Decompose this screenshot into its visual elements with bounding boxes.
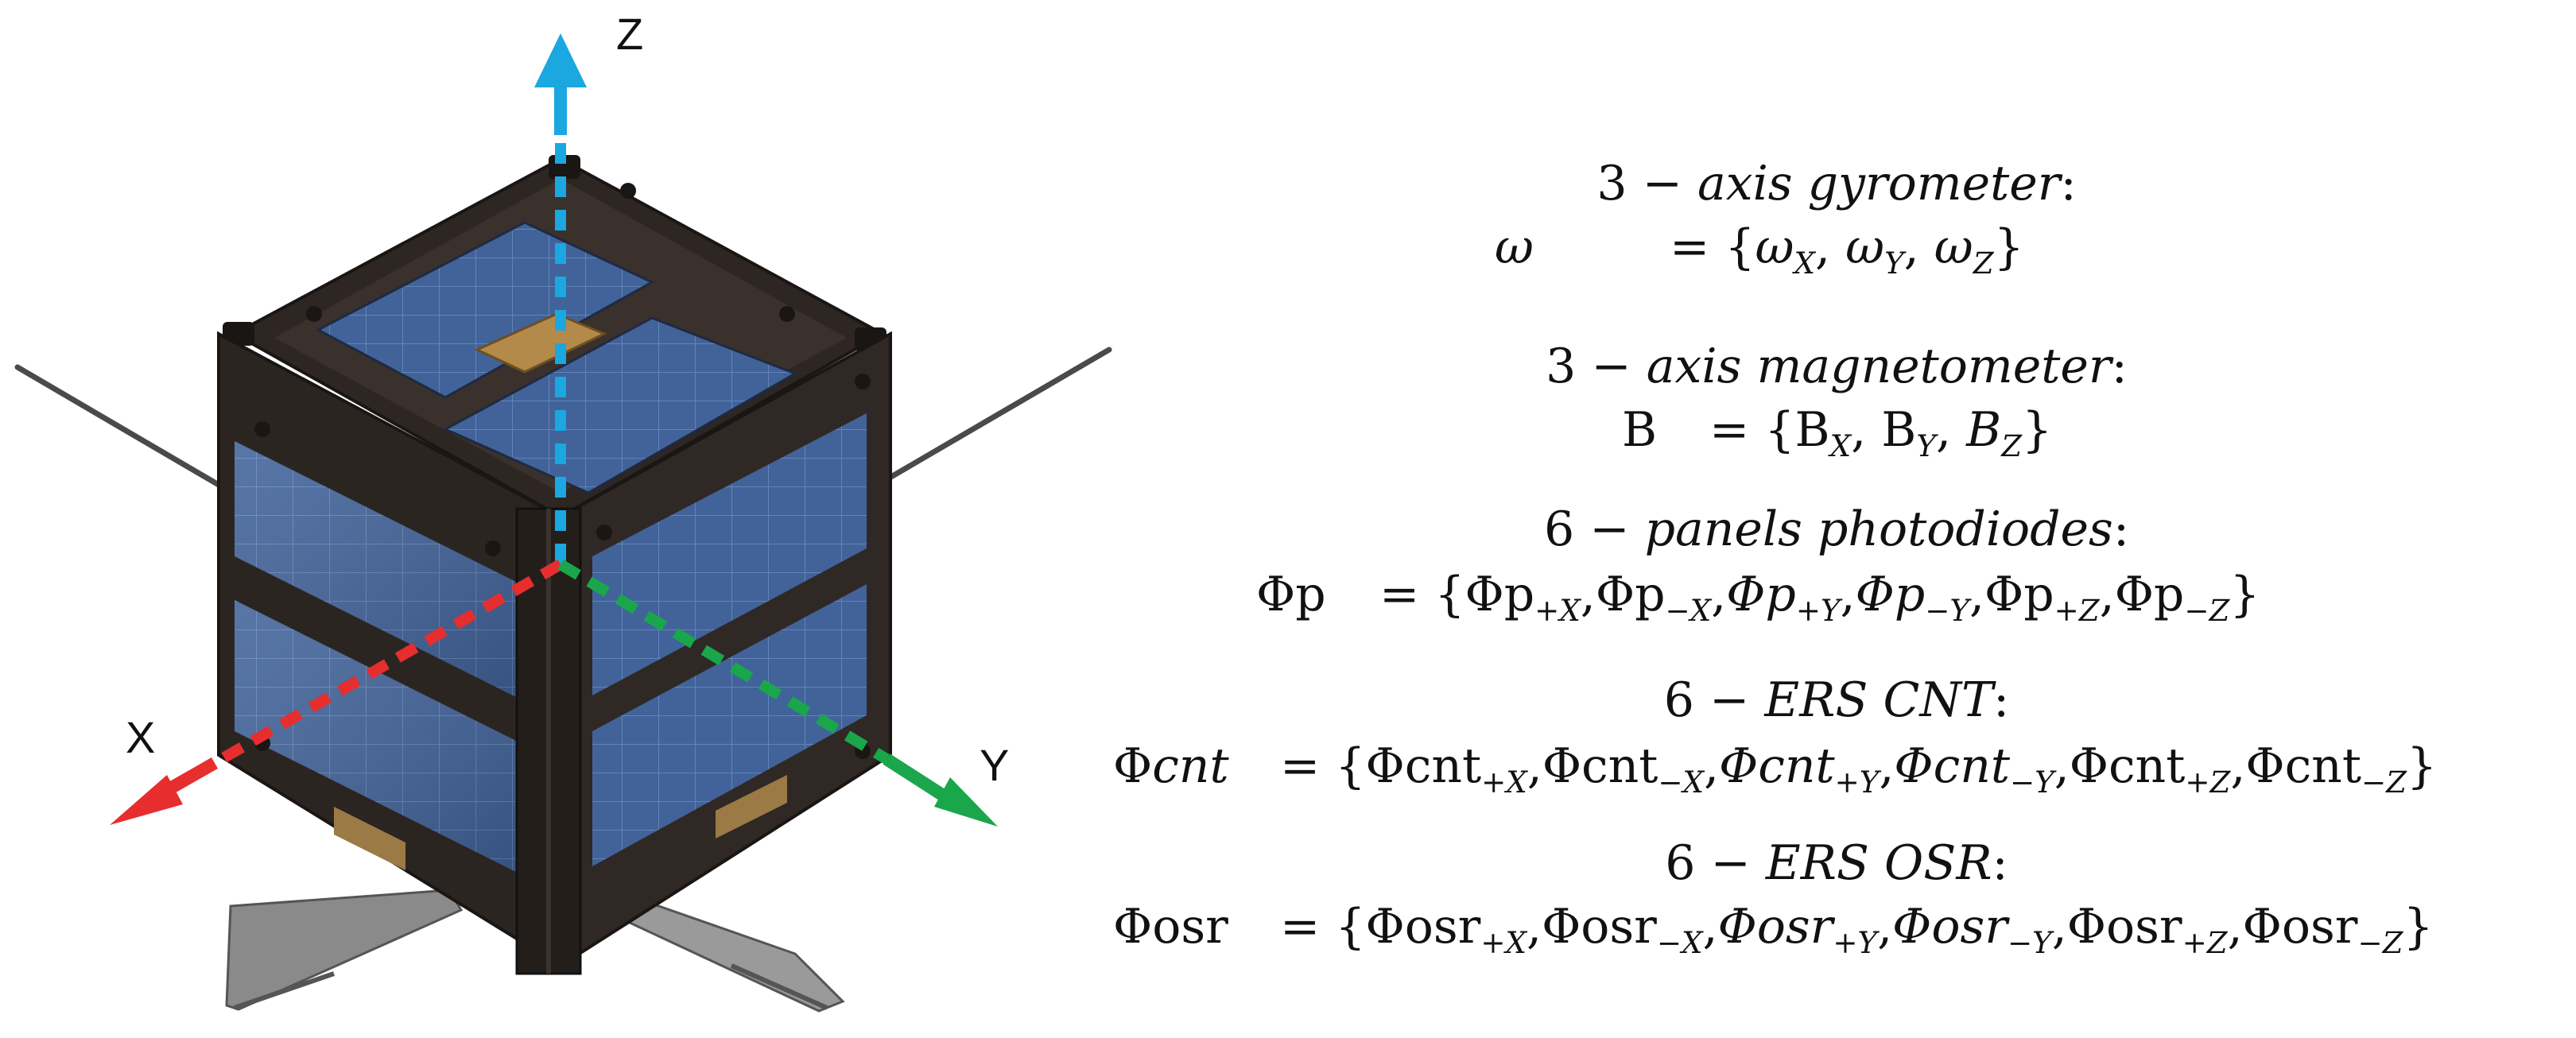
photodiodes-symbol: Φp [1256, 567, 1326, 622]
photodiodes-heading: 6 − panels photodiodes: [1543, 502, 2130, 557]
gyrometer-heading: 3 − axis gyrometer: [1596, 156, 2077, 211]
left-face [217, 331, 562, 969]
cubesat-figure: Z X Y [0, 0, 1129, 1035]
y-axis [557, 559, 998, 827]
cubesat-illustration [14, 33, 1112, 1013]
x-axis [110, 559, 564, 825]
magnetometer-heading: 3 − axis magnetometer: [1546, 339, 2128, 394]
x-axis-label: X [126, 712, 156, 762]
y-axis-label: Y [980, 740, 1010, 790]
z-axis [534, 33, 587, 564]
ers-osr-symbol: Φosr [1113, 899, 1228, 955]
z-axis-label: Z [616, 9, 644, 59]
corner-rail [515, 507, 582, 975]
gyrometer-symbol: ω [1495, 219, 1534, 275]
ers-cnt-heading: 6 − ERS CNT: [1663, 672, 2010, 728]
magnetometer-symbol: B [1622, 402, 1658, 458]
antennas [14, 347, 1112, 492]
ers-cnt-symbol: Φcnt [1113, 738, 1229, 794]
sensor-equations: 3 − axis gyrometer: ω = {ωX, ωY, ωZ} 3 −… [1097, 0, 2576, 1035]
ers-osr-heading: 6 − ERS OSR: [1665, 835, 2008, 891]
top-face [223, 155, 886, 519]
